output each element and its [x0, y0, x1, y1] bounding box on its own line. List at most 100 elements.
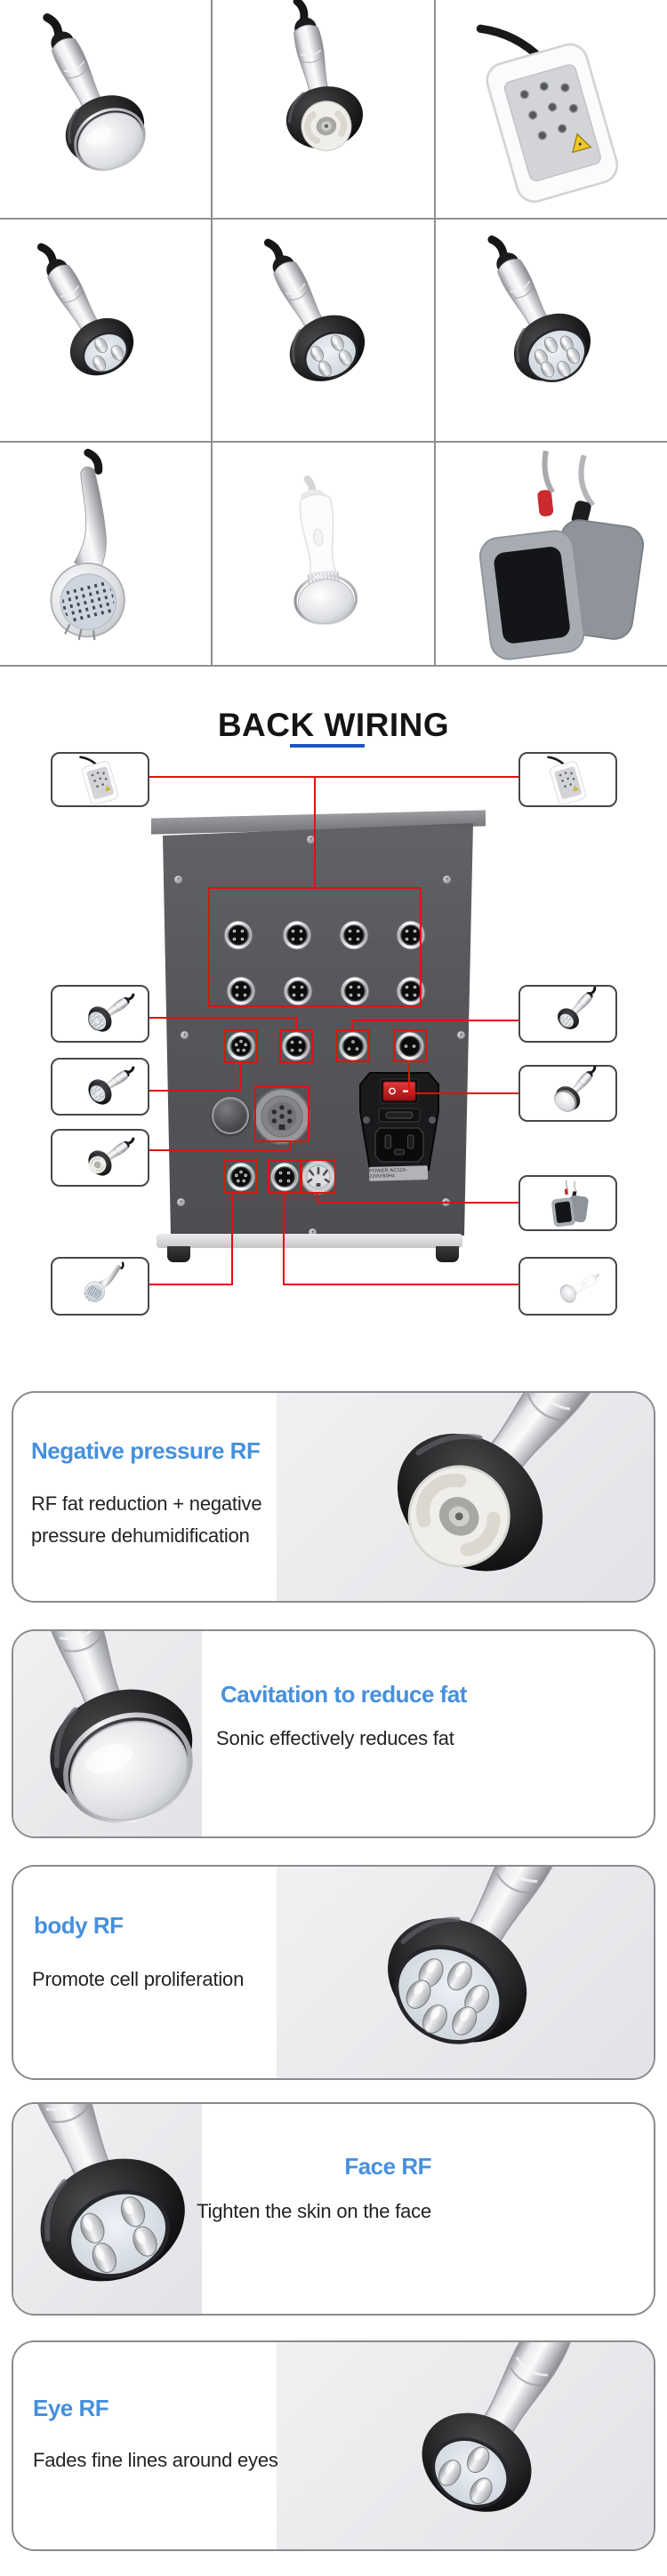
callout-line [149, 1090, 241, 1092]
callout-line [317, 1202, 518, 1204]
callout-ultrasonic-white [518, 1257, 617, 1316]
body-rf-handpiece-icon [55, 988, 146, 1040]
screw-icon: + [307, 836, 315, 844]
callout-line [408, 1092, 518, 1094]
ultrasonic-flat-handpiece-icon [556, 1267, 605, 1307]
laser-pad-icon [78, 756, 120, 807]
feature-card-cavitation: Cavitation to reduce fat Sonic effective… [12, 1629, 655, 1838]
highlight-box-socket-grid [208, 887, 422, 1007]
card-text: Promote cell proliferation [32, 1968, 245, 1990]
ems-electrode-pads-icon [440, 444, 663, 662]
micro-needle-photon-icon [55, 1260, 146, 1312]
laser-pad-icon [546, 756, 588, 807]
grid-divider-h3 [0, 665, 667, 667]
highlight-box-6pin-large [254, 1085, 309, 1142]
card-photo [13, 2104, 202, 2314]
callout-line [149, 776, 518, 778]
callout-line [317, 1194, 318, 1202]
callout-line [239, 1063, 241, 1090]
gallery-cell-face-rf [213, 220, 434, 441]
card-text: pressure dehumidification [31, 1524, 250, 1547]
face-rf-handpiece-icon [224, 224, 429, 437]
gallery-cell-eye-rf [0, 220, 211, 441]
gallery-cell-cavitation [0, 0, 211, 218]
screw-icon: + [309, 1228, 317, 1236]
card-title: Eye RF [33, 2395, 109, 2421]
callout-line [283, 1194, 285, 1284]
screw-icon: + [443, 876, 451, 884]
callout-line [149, 1017, 297, 1019]
card-text: RF fat reduction + negative [31, 1492, 262, 1515]
panel-knob [212, 1097, 249, 1134]
highlight-box-din [301, 1159, 336, 1194]
gallery-cell-ems-pads [436, 443, 667, 665]
negative-pressure-rf-handpiece-icon [224, 0, 424, 204]
negative-pressure-rf-icon [55, 1132, 146, 1184]
iec-socket [374, 1127, 424, 1163]
feature-card-negative-pressure-rf: Negative pressure RF RF fat reduction + … [12, 1391, 655, 1603]
callout-line [351, 1020, 353, 1030]
eye-rf-handpiece-icon [2, 227, 202, 436]
grid-divider-v2 [434, 0, 436, 666]
callout-ems-pads [518, 1175, 617, 1231]
callout-micro-needle [51, 1257, 149, 1316]
callout-body-rf [51, 985, 149, 1043]
body-rf-handpiece-icon [445, 220, 658, 438]
cavitation-flat-handpiece-icon [0, 0, 211, 218]
gallery-cell-laser-pad [436, 0, 667, 218]
callout-line [314, 776, 316, 887]
highlight-box-5pin [224, 1029, 258, 1063]
face-rf-handpiece-icon [13, 2104, 202, 2314]
card-photo [277, 1867, 654, 2078]
machine-foot [436, 1246, 459, 1262]
cavitation-flat-handpiece-icon [13, 1631, 202, 1836]
body-rf-handpiece-icon [303, 1867, 615, 2078]
card-photo [13, 1631, 202, 1836]
power-inlet-module [359, 1072, 439, 1171]
gallery-cell-micro-needle [0, 443, 211, 665]
ultrasonic-flat-handpiece-icon [227, 449, 422, 658]
callout-line [149, 1149, 291, 1151]
card-text: Sonic effectively reduces fat [216, 1727, 454, 1749]
highlight-box-5pin-bottom [224, 1159, 258, 1194]
power-rating-label: POWER:AC110-220V/60Hz [368, 1165, 429, 1181]
highlight-box-2pin [393, 1029, 427, 1062]
callout-laser-pad-left [51, 752, 149, 807]
callout-line [149, 1284, 233, 1285]
ems-electrode-pads-icon [550, 1179, 590, 1228]
callout-negative-pressure-rf [51, 1129, 149, 1187]
card-title: body RF [34, 1912, 124, 1939]
gallery-cell-body-rf [436, 220, 667, 441]
feature-card-body-rf: body RF Promote cell proliferation [12, 1865, 655, 2080]
callout-cavitation [518, 1065, 617, 1122]
grid-divider-h1 [0, 218, 667, 220]
card-title: Face RF [344, 2153, 431, 2180]
card-text: Fades fine lines around eyes [33, 2449, 278, 2471]
screw-icon: + [174, 876, 182, 884]
callout-line [283, 1284, 518, 1285]
cavitation-flat-handpiece-icon [523, 1068, 614, 1119]
callout-line [289, 1142, 291, 1149]
laser-pad-icon [449, 5, 658, 210]
eye-rf-handpiece-icon [523, 988, 614, 1040]
callout-line [295, 1017, 297, 1030]
machine-base [157, 1234, 462, 1248]
section-title: BACK WIRING [217, 707, 450, 743]
eye-rf-handpiece-icon [330, 2342, 623, 2549]
negative-pressure-rf-icon [312, 1393, 632, 1601]
micro-needle-photon-icon [0, 449, 207, 662]
card-photo [277, 2342, 654, 2549]
card-title: Negative pressure RF [31, 1437, 261, 1464]
card-text: Tighten the skin on the face [197, 2200, 431, 2222]
gallery-cell-negative-pressure [213, 0, 434, 218]
screw-icon: + [181, 1031, 189, 1039]
callout-line [351, 1020, 518, 1021]
card-photo [277, 1393, 654, 1601]
callout-line [408, 1063, 410, 1092]
highlight-box-4pin [279, 1029, 313, 1063]
gallery-cell-ultrasonic-white [213, 443, 434, 665]
feature-card-eye-rf: Eye RF Fades fine lines around eyes [12, 2340, 655, 2551]
grid-divider-v1 [211, 0, 213, 666]
power-switch [382, 1081, 416, 1101]
